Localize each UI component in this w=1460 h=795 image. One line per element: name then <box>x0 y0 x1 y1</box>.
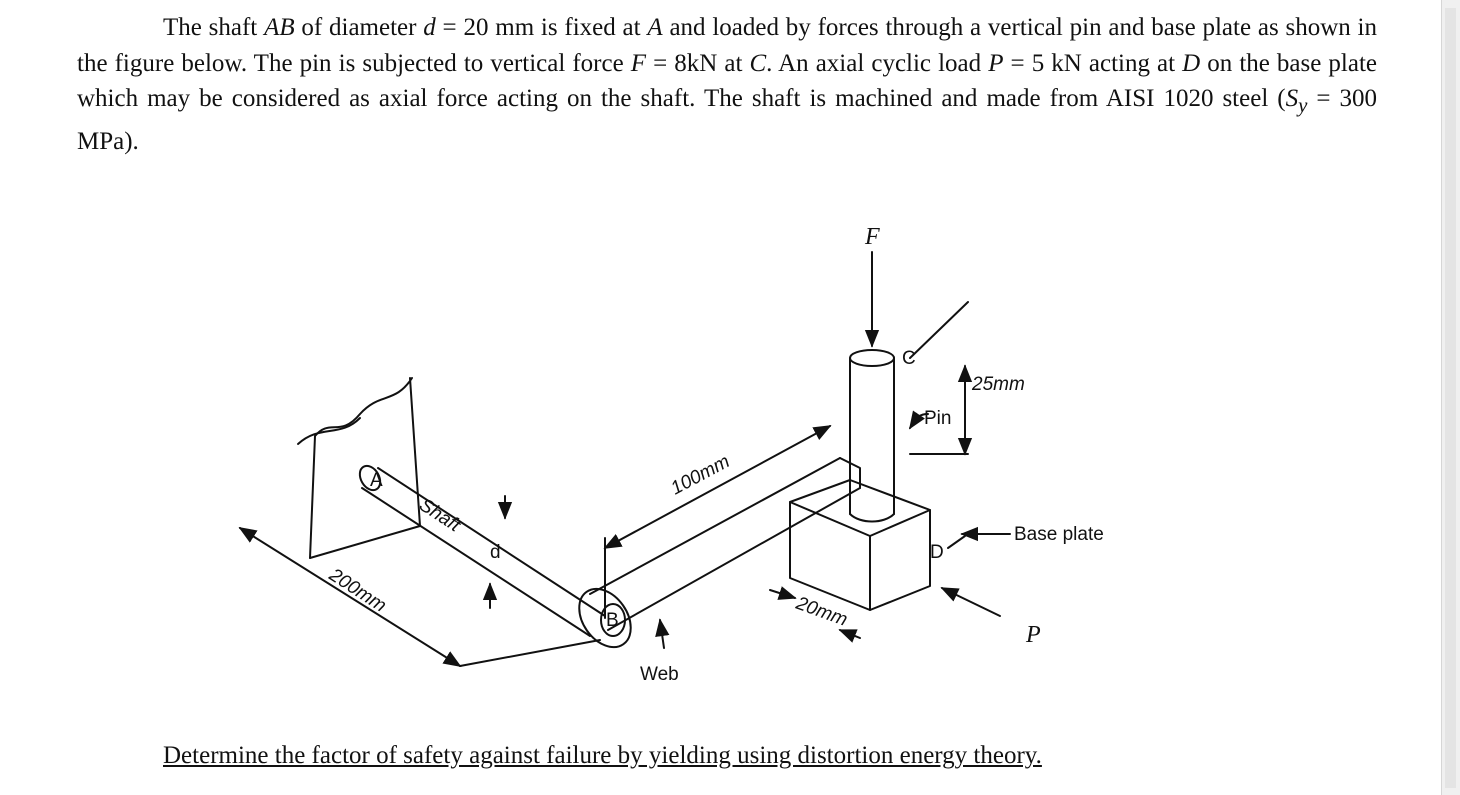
label-base-plate: Base plate <box>1014 524 1104 545</box>
label-point-d: D <box>930 542 944 563</box>
label-dim-25mm: 25mm <box>971 374 1025 395</box>
label-shaft: Shaft <box>415 495 464 537</box>
label-diameter-d: d <box>490 542 501 563</box>
vertical-scrollbar[interactable] <box>1441 0 1460 795</box>
label-dim-200mm: 200mm <box>324 564 389 617</box>
shaft-ab <box>358 464 606 637</box>
label-force-p: P <box>1025 622 1041 648</box>
label-dim-100mm: 100mm <box>667 451 733 499</box>
label-force-f: F <box>864 224 880 250</box>
label-point-b: B <box>606 610 619 631</box>
fixed-wall <box>297 377 421 559</box>
scrollbar-thumb[interactable] <box>1445 8 1456 788</box>
label-web: Web <box>640 664 679 685</box>
base-plate-block <box>789 479 931 611</box>
label-point-c: C <box>902 348 916 369</box>
pin-cylinder <box>849 349 895 523</box>
problem-paragraph: The shaft AB of diameter d = 20 mm is fi… <box>77 14 1378 155</box>
label-point-a: A <box>370 470 383 491</box>
shaft-assembly-figure: F C Pin 25mm 100mm A Shaft d 200mm B Web… <box>220 218 1180 698</box>
question-text: Determine the factor of safety against f… <box>163 742 1042 769</box>
label-pin: Pin <box>924 408 951 429</box>
problem-statement: The shaft AB of diameter d = 20 mm is fi… <box>77 10 1377 159</box>
